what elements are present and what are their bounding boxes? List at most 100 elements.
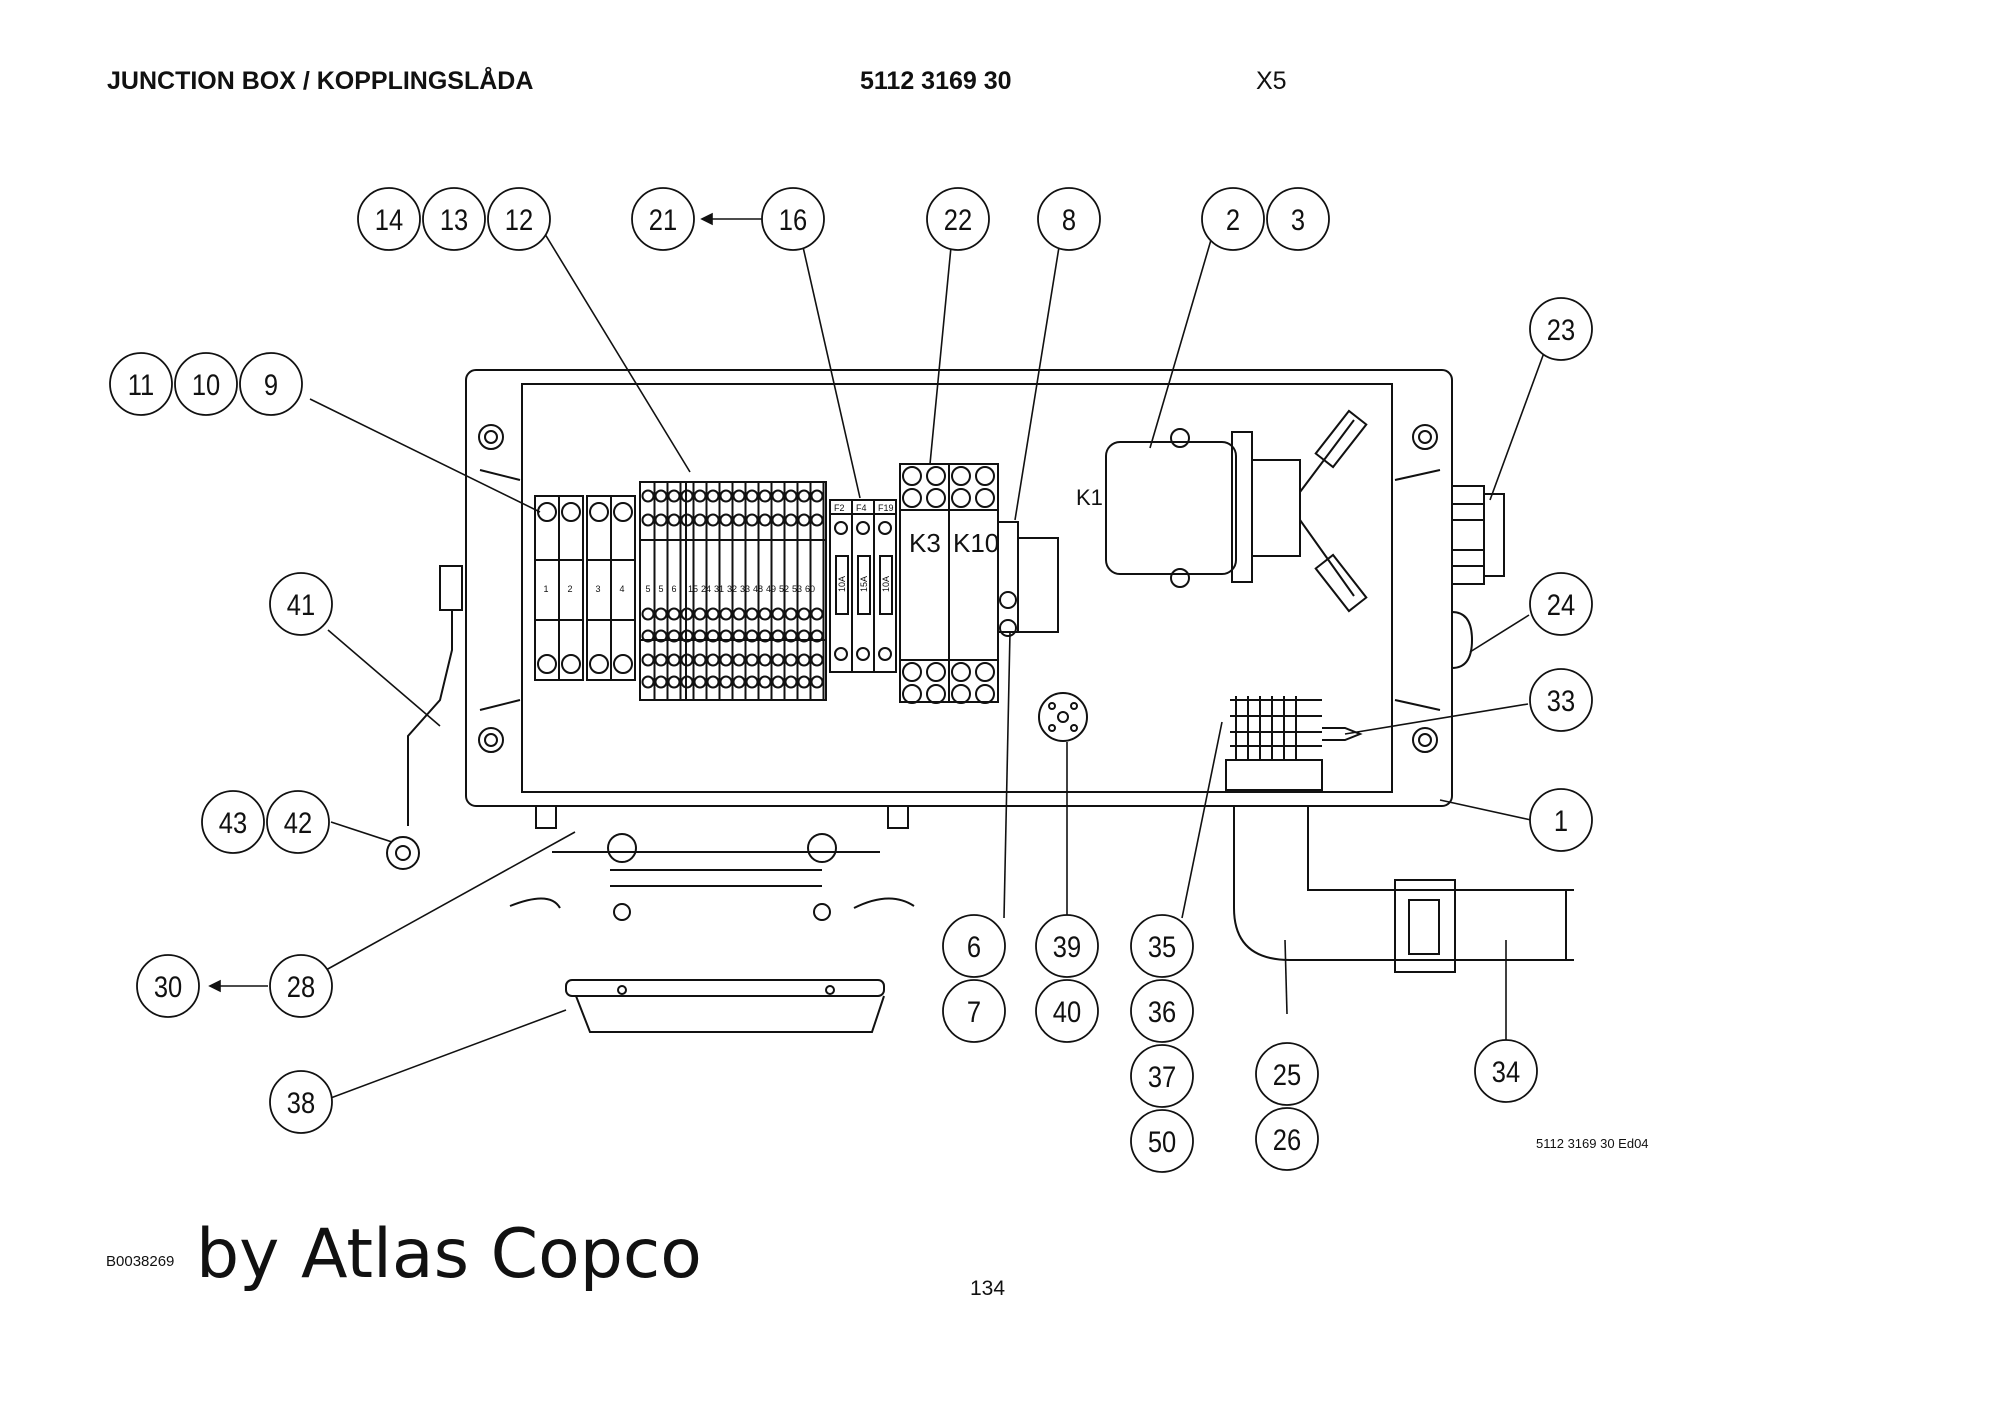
callout-7: 7 [942,979,1006,1043]
callout-number: 40 [1053,995,1081,1028]
corner-bolt [1412,424,1438,450]
callout-36: 36 [1130,979,1194,1043]
callout-number: 23 [1547,313,1575,346]
callout-9: 9 [239,352,303,416]
round-connector [1038,692,1088,742]
callout-25: 25 [1255,1042,1319,1106]
terminal-number-label: 24 [701,584,711,594]
terminal-number-label: 60 [805,584,815,594]
callout-26: 26 [1255,1107,1319,1171]
callout-number: 42 [284,806,312,839]
fuse-rating-label: 15A [859,576,869,592]
callout-2: 2 [1201,187,1265,251]
callout-33: 33 [1529,668,1593,732]
callout-number: 28 [287,970,315,1003]
leader-lines [208,212,1546,1100]
callout-22: 22 [926,187,990,251]
enclosure-inner [521,383,1393,793]
terminal-number-label: 49 [766,584,776,594]
callout-38: 38 [269,1070,333,1134]
callout-number: 10 [192,368,220,401]
callout-43: 43 [201,790,265,854]
cable-gland [1451,485,1505,585]
terminal-strip [639,481,827,701]
callout-number: 13 [440,203,468,236]
callout-number: 39 [1053,930,1081,963]
earth-cable [386,565,463,870]
callout-number: 8 [1062,203,1076,236]
mounting-bracket [509,805,915,921]
callout-number: 14 [375,203,403,236]
contactor-k1 [1105,409,1368,613]
fuse-header-label: F4 [856,503,867,513]
enclosure-outer [465,369,1453,807]
callout-number: 37 [1148,1060,1176,1093]
callout-number: 22 [944,203,972,236]
callout-number: 2 [1226,203,1240,236]
callout-number: 12 [505,203,533,236]
terminal-number-label: 48 [753,584,763,594]
callout-28: 28 [269,954,333,1018]
callout-21: 21 [631,187,695,251]
brand-text: by Atlas Copco [196,1215,702,1294]
callout-number: 41 [287,588,315,621]
seal-gasket [565,979,885,1033]
k10-label: K10 [953,528,999,558]
terminal-number-label: 5 [645,584,650,594]
callout-1: 1 [1529,788,1593,852]
callout-number: 30 [154,970,182,1003]
callout-14: 14 [357,187,421,251]
callout-number: 16 [779,203,807,236]
callout-number: 43 [219,806,247,839]
terminal-number-label: 5 [658,584,663,594]
callout-number: 11 [128,368,154,401]
callout-number: 33 [1547,684,1575,717]
terminal-number-label: 52 [779,584,789,594]
callout-37: 37 [1130,1044,1194,1108]
callout-50: 50 [1130,1109,1194,1173]
terminal-number-label: 32 [727,584,737,594]
terminal-number-label: 4 [619,584,624,594]
callout-42: 42 [266,790,330,854]
callout-number: 35 [1148,930,1176,963]
callout-number: 21 [649,203,677,236]
callout-13: 13 [422,187,486,251]
fuse-rating-label: 10A [837,576,847,592]
terminal-number-label: 33 [740,584,750,594]
callout-number: 38 [287,1086,315,1119]
edition-label: 5112 3169 30 Ed04 [1536,1136,1649,1151]
part-number: 5112 3169 30 [860,67,1012,95]
document-id: B0038269 [106,1253,175,1270]
relays [899,463,999,704]
callout-16: 16 [761,187,825,251]
callout-8: 8 [1037,187,1101,251]
callout-34: 34 [1474,1039,1538,1103]
terminal-number-label: 3 [595,584,600,594]
plug-24 [1451,611,1474,669]
callout-30: 30 [136,954,200,1018]
callout-24: 24 [1529,572,1593,636]
box-drawing [386,369,1574,1033]
corner-bolt [478,727,504,753]
terminal-number-label: 2 [567,584,572,594]
callout-6: 6 [942,914,1006,978]
callout-12: 12 [487,187,551,251]
k3-label: K3 [909,528,941,558]
callout-number: 50 [1148,1125,1176,1158]
terminal-number-label: 6 [671,584,676,594]
fuse-header-label: F19 [878,503,894,513]
callout-number: 3 [1291,203,1305,236]
callout-number: 6 [967,930,981,963]
callout-number: 9 [264,368,278,401]
connector-block [997,521,1059,637]
callout-41: 41 [269,572,333,636]
corner-bolt [1412,727,1438,753]
terminal-number-label: 15 [688,584,698,594]
callout-number: 24 [1547,588,1575,621]
fuse-rating-label: 10A [881,576,891,592]
callout-39: 39 [1035,914,1099,978]
callout-40: 40 [1035,979,1099,1043]
k1-label: K1 [1076,485,1103,510]
